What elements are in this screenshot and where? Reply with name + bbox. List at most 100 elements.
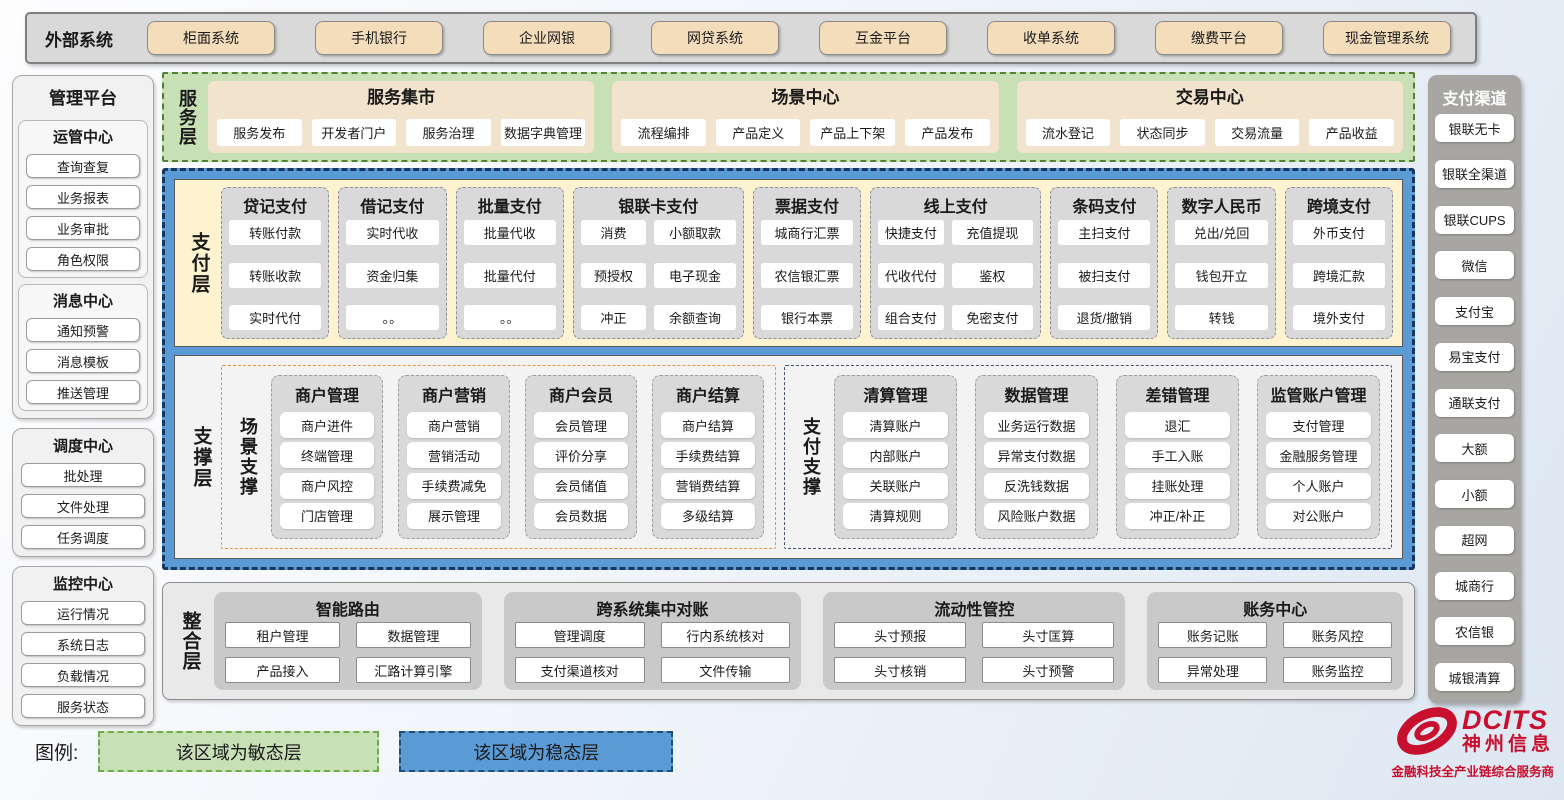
support-item-chip: 风险账户数据 — [983, 502, 1089, 529]
support-column-items: 清算账户内部账户关联账户清算规则 — [842, 407, 948, 529]
payment-item-chip: 转账收款 — [229, 262, 322, 288]
management-item-chip: 文件处理 — [21, 494, 145, 518]
integration-layer-label: 整合层 — [179, 611, 201, 671]
support-layer: 支撑层 场景支撑商户管理商户进件终端管理商户风控门店管理商户营销商户营销营销活动… — [174, 355, 1403, 559]
management-group-panel: 调度中心批处理文件处理任务调度 — [12, 428, 154, 557]
integration-group-title: 跨系统集中对账 — [596, 602, 709, 619]
support-column: 监管账户管理支付管理金融服务管理个人账户对公账户 — [1257, 375, 1381, 539]
support-section-label: 场景支撑 — [238, 417, 258, 497]
payment-channel-chip: 城商行 — [1435, 571, 1514, 600]
payment-column-items: 实时代收资金归集。。 — [346, 220, 439, 330]
integration-item-chip: 汇路计算引擎 — [355, 657, 471, 683]
payment-item-chip: 充值提现 — [951, 220, 1034, 245]
integration-item-chip: 头寸匡算 — [982, 622, 1115, 648]
integration-item-chip: 管理调度 — [514, 622, 645, 648]
payment-column-items: 快捷支付充值提现代收代付鉴权组合支付免密支付 — [878, 220, 1034, 330]
payment-item-chip: 冲正 — [580, 305, 647, 330]
support-item-chip: 关联账户 — [842, 472, 948, 499]
payment-channel-chip: 易宝支付 — [1435, 342, 1514, 371]
payment-item-chip: 实时代付 — [229, 305, 322, 330]
integration-group-items: 头寸预报头寸匡算头寸核销头寸预警 — [834, 622, 1115, 683]
support-column: 商户结算商户结算手续费结算营销费结算多级结算 — [651, 375, 764, 539]
payment-column: 数字人民币兑出/兑回钱包开立转钱 — [1167, 187, 1276, 339]
payment-item-chip: 境外支付 — [1292, 305, 1386, 330]
support-item-chip: 营销费结算 — [660, 472, 755, 499]
management-item-chip: 消息模板 — [26, 349, 140, 373]
support-item-chip: 评价分享 — [533, 442, 628, 469]
support-item-chip: 手工入账 — [1124, 442, 1230, 469]
management-item-chip: 负载情况 — [21, 663, 145, 687]
payment-channel-chip: 超网 — [1435, 525, 1514, 554]
payment-item-chip: 批量代收 — [463, 220, 556, 245]
integration-item-chip: 账务监控 — [1283, 657, 1392, 683]
integration-group-items: 管理调度行内系统核对支付渠道核对文件传输 — [514, 622, 791, 683]
support-item-chip: 手续费结算 — [660, 442, 755, 469]
integration-item-chip: 文件传输 — [660, 657, 791, 683]
support-column: 商户营销商户营销营销活动手续费减免展示管理 — [397, 375, 510, 539]
dcits-brand-text: DCITS — [1461, 705, 1548, 736]
service-item-chip: 交易流量 — [1214, 119, 1300, 146]
service-group-items: 服务发布开发者门户服务治理数据字典管理 — [217, 110, 586, 146]
service-group: 服务集市服务发布开发者门户服务治理数据字典管理 — [208, 81, 595, 153]
payment-layer-columns: 贷记支付转账付款转账收款实时代付借记支付实时代收资金归集。。批量支付批量代收批量… — [221, 187, 1394, 339]
service-item-chip: 产品定义 — [715, 119, 801, 146]
service-group-items: 流程编排产品定义产品上下架产品发布 — [621, 110, 990, 146]
support-item-chip: 展示管理 — [406, 502, 501, 529]
support-item-chip: 多级结算 — [660, 502, 755, 529]
payment-channel-chip: 银联无卡 — [1435, 114, 1514, 142]
payment-column-title: 跨境支付 — [1306, 199, 1371, 216]
payment-channel-chip: 银联CUPS — [1435, 205, 1514, 234]
architecture-center: 服务层 服务集市服务发布开发者门户服务治理数据字典管理场景中心流程编排产品定义产… — [162, 72, 1415, 700]
payment-item-chip: 小额取款 — [654, 220, 736, 245]
payment-item-chip: 外币支付 — [1292, 220, 1386, 245]
support-column-title: 商户管理 — [294, 388, 359, 405]
support-section: 支付支撑清算管理清算账户内部账户关联账户清算规则数据管理业务运行数据异常支付数据… — [783, 365, 1392, 549]
support-item-chip: 商户进件 — [280, 412, 374, 438]
external-system-chip: 手机银行 — [315, 21, 443, 55]
payment-item-chip: 。。 — [346, 305, 439, 330]
service-group-title: 交易中心 — [1175, 88, 1244, 107]
payment-column: 跨境支付外币支付跨境汇款境外支付 — [1284, 187, 1394, 339]
payment-item-chip: 兑出/兑回 — [1175, 220, 1268, 245]
integration-layer: 整合层 智能路由租户管理数据管理产品接入汇路计算引擎 跨系统集中对账管理调度行内系… — [162, 582, 1415, 700]
management-platform-panel: 管理平台运管中心查询查复业务报表业务审批角色权限消息中心通知预警消息模板推送管理 — [12, 75, 154, 419]
management-platform-sidebar: 管理平台运管中心查询查复业务报表业务审批角色权限消息中心通知预警消息模板推送管理… — [12, 75, 154, 726]
dcits-chinese-name: 神州信息 — [1461, 733, 1554, 755]
legend-agile-layer: 该区域为敏态层 — [98, 731, 380, 772]
payment-item-chip: 消费 — [580, 220, 647, 245]
payment-item-chip: 跨境汇款 — [1292, 262, 1386, 288]
service-item-chip: 状态同步 — [1120, 119, 1205, 146]
service-group: 交易中心流水登记状态同步交易流量产品收益 — [1016, 81, 1403, 153]
integration-item-chip: 账务风控 — [1283, 622, 1392, 648]
management-item-chip: 批处理 — [21, 463, 145, 487]
payment-item-chip: 预授权 — [580, 262, 647, 288]
payment-item-chip: 资金归集 — [346, 262, 439, 288]
support-section-columns: 清算管理清算账户内部账户关联账户清算规则数据管理业务运行数据异常支付数据反洗钱数… — [833, 375, 1381, 539]
support-item-chip: 商户结算 — [660, 412, 755, 438]
support-item-chip: 退汇 — [1124, 412, 1230, 438]
payment-item-chip: 鉴权 — [951, 262, 1034, 288]
support-column: 商户管理商户进件终端管理商户风控门店管理 — [271, 375, 383, 539]
support-item-chip: 业务运行数据 — [983, 412, 1089, 438]
payment-column-items: 外币支付跨境汇款境外支付 — [1292, 220, 1386, 330]
management-item-chip: 业务报表 — [26, 185, 140, 209]
payment-column-items: 城商行汇票农信银汇票银行本票 — [760, 220, 854, 330]
integration-item-chip: 头寸预报 — [834, 622, 967, 648]
payment-column-items: 转账付款转账收款实时代付 — [229, 220, 322, 330]
support-column-title: 差错管理 — [1145, 388, 1210, 405]
payment-column-items: 批量代收批量代付。。 — [463, 220, 556, 330]
payment-item-chip: 组合支付 — [878, 305, 944, 330]
payment-column: 借记支付实时代收资金归集。。 — [338, 187, 447, 339]
support-item-chip: 清算账户 — [842, 412, 948, 438]
support-column-title: 数据管理 — [1004, 388, 1069, 405]
support-item-chip: 会员管理 — [533, 412, 628, 438]
payment-layer: 支付层 贷记支付转账付款转账收款实时代付借记支付实时代收资金归集。。批量支付批量… — [174, 179, 1403, 347]
external-system-chip: 企业网银 — [483, 21, 611, 55]
integration-group: 智能路由租户管理数据管理产品接入汇路计算引擎 — [214, 592, 482, 690]
payment-column-title: 线上支付 — [923, 199, 988, 216]
dcits-swirl-icon — [1397, 707, 1457, 755]
service-item-chip: 流程编排 — [621, 119, 706, 146]
payment-item-chip: 。。 — [463, 305, 556, 330]
payment-item-chip: 退货/撤销 — [1058, 305, 1151, 330]
